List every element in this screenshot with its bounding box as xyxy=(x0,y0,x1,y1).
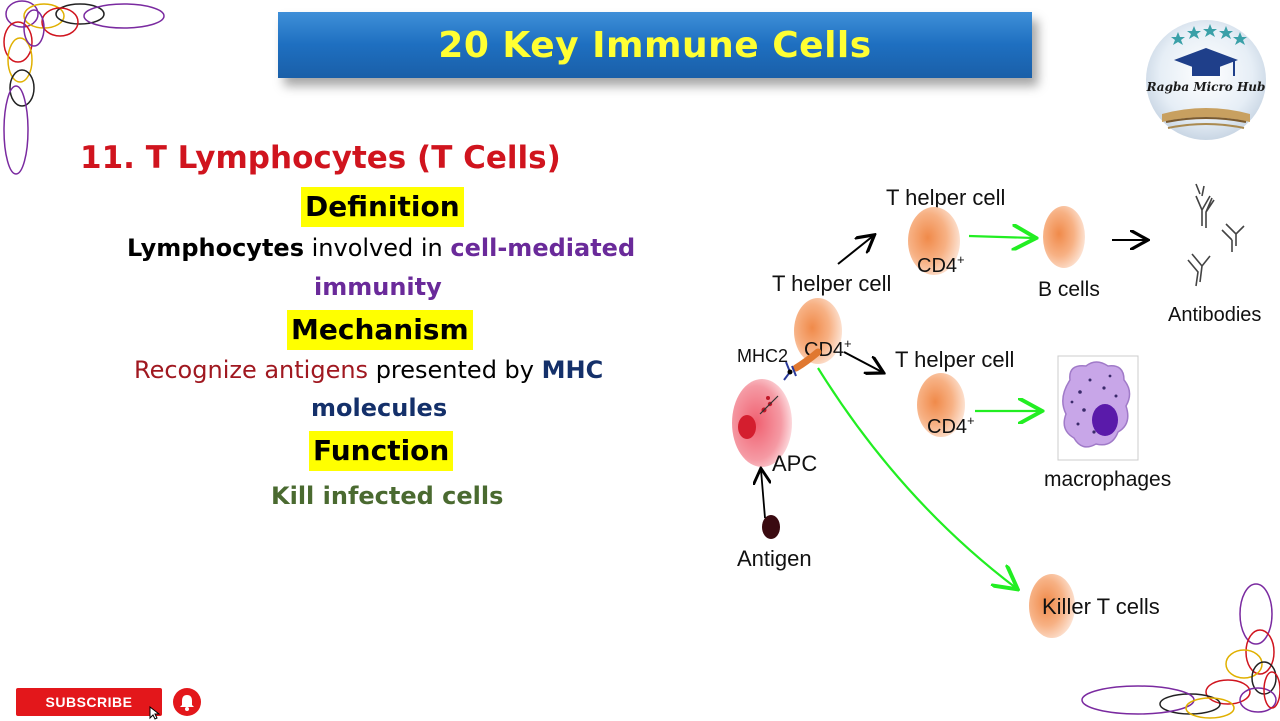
label-b-cells: B cells xyxy=(1038,278,1100,301)
function-text: Kill infected cells xyxy=(271,482,504,510)
receptor-connector xyxy=(792,348,822,372)
label-macrophages: macrophages xyxy=(1044,468,1171,491)
corner-decoration-bottom-right xyxy=(1081,583,1280,719)
mechanism-label: Mechanism xyxy=(287,310,473,350)
title-banner: 20 Key Immune Cells xyxy=(278,12,1032,78)
cell-apc xyxy=(732,379,792,467)
antigen-particle xyxy=(762,515,780,539)
label-t-helper-mid: T helper cell xyxy=(895,347,1014,372)
definition-line-1: Lymphocytes involved in cell-mediated xyxy=(127,234,635,262)
function-label: Function xyxy=(309,431,454,471)
antibody-icons xyxy=(1187,183,1245,287)
definition-term-cell-mediated: cell-mediated xyxy=(450,234,636,262)
t-cell-diagram: T helper cell CD4+ B cells Antibodies T … xyxy=(732,183,1261,638)
label-t-helper-center: T helper cell xyxy=(772,271,891,296)
mechanism-term-recognize: Recognize antigens xyxy=(134,356,369,384)
macrophage-nucleus xyxy=(1092,404,1118,436)
cell-t-helper-top xyxy=(908,207,960,275)
definition-term-lymphocytes: Lymphocytes xyxy=(127,234,304,262)
arrow-antigen-to-apc xyxy=(761,470,765,519)
macrophage-granules xyxy=(1070,374,1118,434)
apc-internal-arrow xyxy=(759,395,779,415)
arrow-to-killer-t-cells xyxy=(817,367,1016,588)
cell-killer-t xyxy=(1029,574,1075,638)
label-cd4-top: CD4+ xyxy=(917,252,965,277)
label-antigen: Antigen xyxy=(737,546,812,571)
mechanism-connector: presented by xyxy=(368,356,542,384)
peptide-dot xyxy=(787,369,793,375)
label-cd4-mid: CD4+ xyxy=(927,413,975,438)
label-killer-t-cells: Killer T cells xyxy=(1042,594,1160,619)
definition-connector: involved in xyxy=(303,234,451,262)
notification-bell-icon[interactable] xyxy=(173,688,201,716)
cursor-icon xyxy=(149,706,161,720)
cell-t-helper-center xyxy=(794,298,842,364)
corner-decoration-top-left xyxy=(3,0,165,175)
page-title: 20 Key Immune Cells xyxy=(438,24,872,66)
subscribe-button[interactable]: SUBSCRIBE xyxy=(16,688,162,716)
arrow-to-t-helper-top xyxy=(837,236,873,265)
label-antibodies: Antibodies xyxy=(1168,304,1261,326)
label-t-helper-top: T helper cell xyxy=(886,185,1005,210)
arrow-to-t-helper-mid xyxy=(843,351,882,372)
definition-label: Definition xyxy=(301,187,464,227)
section-heading: 11. T Lymphocytes (T Cells) xyxy=(80,140,561,176)
mechanism-line-2: molecules xyxy=(311,394,448,422)
cell-b-cells xyxy=(1043,206,1085,268)
cell-t-helper-mid xyxy=(917,373,965,437)
channel-logo xyxy=(1146,20,1266,140)
definition-line-2: immunity xyxy=(314,273,442,301)
mechanism-term-mhc: MHC xyxy=(541,356,604,384)
label-mhc2: MHC2 xyxy=(737,346,788,366)
label-apc: APC xyxy=(772,451,817,476)
arrow-to-b-cells xyxy=(968,236,1034,238)
logo-text: Ragba Micro Hub xyxy=(1146,80,1266,94)
apc-nucleus xyxy=(738,415,756,439)
mechanism-line-1: Recognize antigens presented by MHC xyxy=(134,356,603,384)
bell-icon xyxy=(180,695,194,711)
